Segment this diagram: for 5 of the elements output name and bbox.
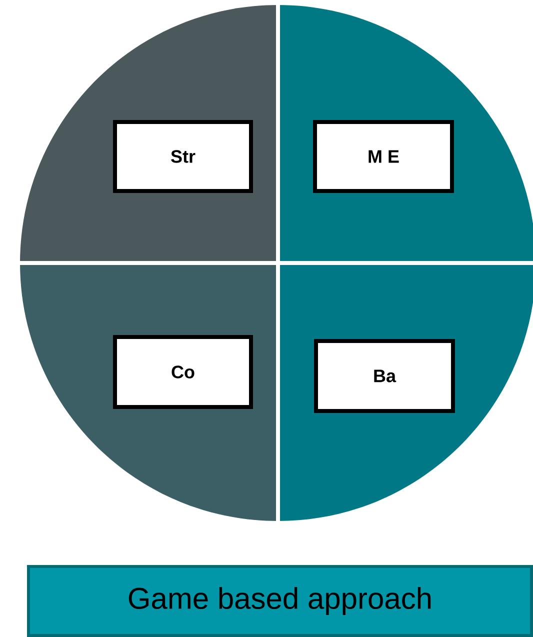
title-box: Game based approach: [27, 565, 533, 637]
label-box: M E: [313, 120, 454, 193]
label-box: Str: [113, 120, 253, 193]
label-box: Co: [113, 335, 253, 409]
label-box: Ba: [314, 339, 455, 413]
